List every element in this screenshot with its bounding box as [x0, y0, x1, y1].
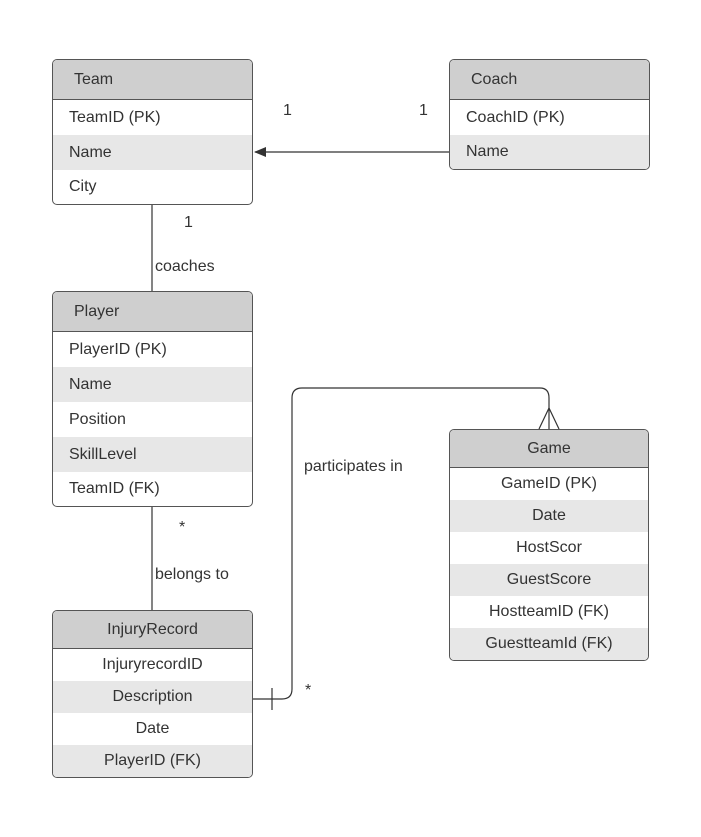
- entity-field: Date: [450, 500, 648, 532]
- entity-field: CoachID (PK): [466, 108, 565, 126]
- entity-header: Player: [53, 292, 252, 332]
- player-injury-multiplicity: *: [179, 519, 186, 536]
- entity-field: City: [69, 178, 97, 195]
- entity-coach[interactable]: Coach CoachID (PK) Name: [449, 59, 650, 170]
- entity-field: Name: [450, 135, 649, 169]
- injury-game-label: participates in: [304, 458, 403, 475]
- team-player-label: coaches: [155, 258, 215, 275]
- entity-field: TeamID (PK): [69, 108, 161, 126]
- entity-field: Name: [53, 367, 252, 402]
- entity-field: GuestteamId (FK): [450, 628, 648, 660]
- team-coach-right-multiplicity: 1: [419, 102, 428, 119]
- entity-header: Game: [450, 430, 648, 468]
- injury-game-line: [253, 387, 550, 700]
- entity-header: InjuryRecord: [53, 611, 252, 649]
- entity-field: GameID (PK): [500, 475, 597, 492]
- entity-team[interactable]: Team TeamID (PK) Name City: [52, 59, 253, 205]
- entity-field: PlayerID (PK): [69, 340, 167, 358]
- entity-field: HostScor: [516, 539, 582, 556]
- entity-field: SkillLevel: [53, 437, 252, 472]
- entity-header: Team: [53, 60, 252, 100]
- entity-field: GuestScore: [450, 564, 648, 596]
- entity-field: Date: [135, 720, 170, 737]
- entity-player[interactable]: Player PlayerID (PK) Name Position Skill…: [52, 291, 253, 507]
- team-player-multiplicity: 1: [184, 214, 193, 231]
- entity-header: Coach: [450, 60, 649, 100]
- entity-field: Position: [69, 410, 126, 428]
- entity-field: HostteamID (FK): [488, 603, 609, 620]
- entity-field: PlayerID (FK): [53, 745, 252, 777]
- entity-field: InjuryrecordID: [102, 656, 203, 673]
- team-coach-left-multiplicity: 1: [283, 102, 292, 119]
- entity-game[interactable]: Game GameID (PK) Date HostScor GuestScor…: [449, 429, 649, 661]
- player-injury-label: belongs to: [155, 566, 229, 583]
- crows-foot-marker: [538, 407, 560, 430]
- injury-game-multiplicity: *: [305, 682, 312, 699]
- entity-field: Name: [53, 135, 252, 170]
- entity-field: TeamID (FK): [69, 480, 160, 497]
- entity-field: Description: [53, 681, 252, 713]
- entity-injuryrecord[interactable]: InjuryRecord InjuryrecordID Description …: [52, 610, 253, 778]
